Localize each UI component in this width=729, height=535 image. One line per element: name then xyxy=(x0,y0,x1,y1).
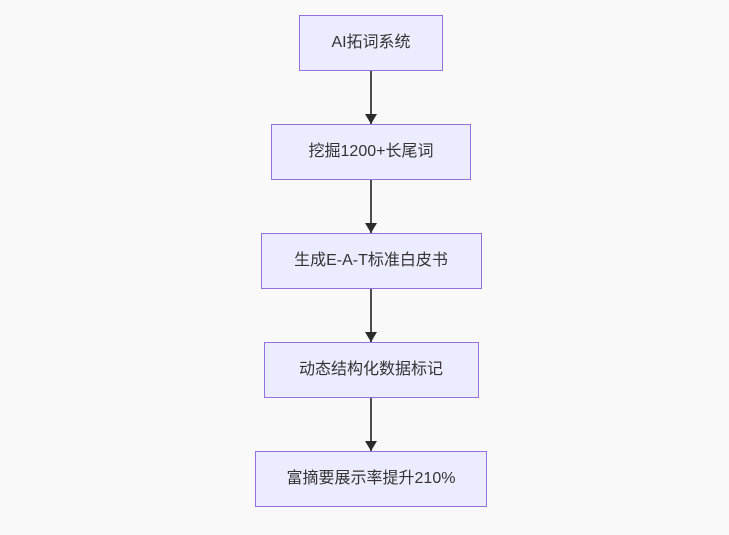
flow-edge-2 xyxy=(365,180,377,233)
flow-node-dynamic-structured-data-markup: 动态结构化数据标记 xyxy=(263,342,479,398)
flow-edge-4 xyxy=(365,398,377,451)
flow-edge-1 xyxy=(365,71,377,124)
node-label: 动态结构化数据标记 xyxy=(298,361,443,378)
node-label: 挖掘1200+长尾词 xyxy=(308,143,434,160)
node-label: AI拓词系统 xyxy=(331,34,411,51)
node-label: 富摘要展示率提升210% xyxy=(286,470,456,487)
flow-edge-3 xyxy=(365,289,377,342)
flow-node-mine-longtail-keywords: 挖掘1200+长尾词 xyxy=(271,124,471,180)
flowchart: AI拓词系统 挖掘1200+长尾词 生成E-A-T标准白皮书 动态结构化数据标记… xyxy=(255,15,487,507)
flow-node-rich-snippet-rate-increase: 富摘要展示率提升210% xyxy=(255,451,487,507)
node-label: 生成E-A-T标准白皮书 xyxy=(294,252,448,269)
flow-node-ai-word-expansion-system: AI拓词系统 xyxy=(299,15,443,71)
flow-node-generate-eat-whitepaper: 生成E-A-T标准白皮书 xyxy=(260,233,482,289)
arrow-down-icon xyxy=(365,114,377,124)
arrow-down-icon xyxy=(365,223,377,233)
arrow-down-icon xyxy=(365,441,377,451)
arrow-down-icon xyxy=(365,332,377,342)
